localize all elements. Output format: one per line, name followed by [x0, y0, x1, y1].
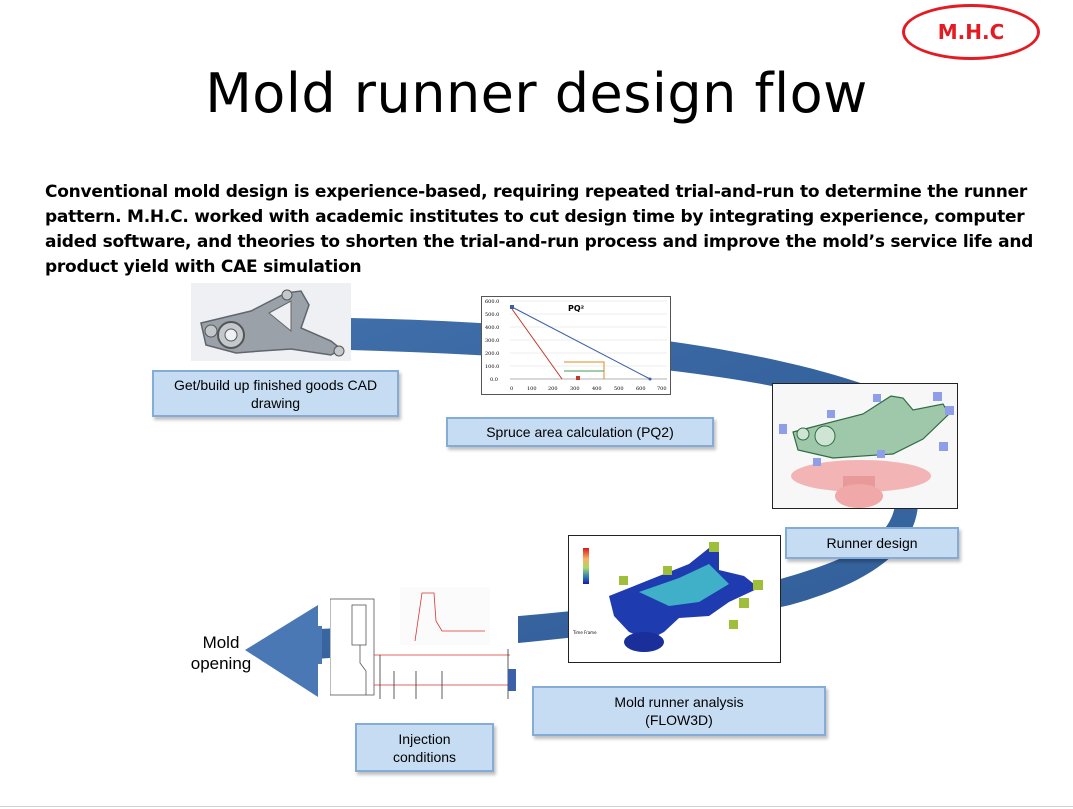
injection-conditions-image: [329, 587, 518, 705]
step-injection-conditions-line1: Injection: [398, 730, 451, 747]
pq2-chart: 600.0 500.0 400.0 300.0 200.0 100.0 0.0 …: [485, 299, 667, 392]
step-mold-runner-analysis: Mold runner analysis (FLOW3D): [532, 686, 826, 736]
pq-xtick-100: 100: [527, 386, 537, 392]
pq2-chart-image: 600.0 500.0 400.0 300.0 200.0 100.0 0.0 …: [481, 296, 671, 395]
step-mold-runner-analysis-line2: (FLOW3D): [645, 712, 713, 728]
flow-band-upper: [350, 318, 928, 505]
pq-xtick-0: 0: [510, 386, 513, 392]
cad-part-image: [191, 283, 351, 361]
pq-xtick-500: 500: [614, 386, 624, 392]
footer-divider: [0, 806, 1073, 807]
step-injection-conditions-line2: conditions: [392, 748, 457, 765]
pq-ytick-100: 100.0: [485, 364, 499, 370]
pq-ytick-400: 400.0: [485, 325, 499, 331]
injection-conditions-drawing: [329, 587, 516, 699]
step-runner-design: Runner design: [785, 527, 959, 559]
pq-series-red: [511, 308, 563, 380]
intro-paragraph: Conventional mold design is experience-b…: [45, 182, 1034, 277]
pq-ytick-200: 200.0: [485, 351, 499, 357]
flow3d-analysis-image: Time Frame: [568, 535, 781, 663]
step-mold-runner-analysis-line1: Mold runner analysis: [614, 694, 744, 710]
company-logo: M.H.C: [902, 4, 1040, 60]
pq-ytick-0: 0.0: [490, 377, 498, 383]
pq-ytick-600: 600.0: [485, 299, 499, 305]
page-title: Mold runner design flow: [205, 62, 868, 125]
pq-chart-title: PQ²: [568, 304, 585, 313]
flow-arrowhead: [245, 605, 318, 697]
runner-design-drawing: [773, 384, 957, 508]
step-spruce-area: Spruce area calculation (PQ2): [446, 417, 714, 447]
step-mold-opening: Mold opening: [180, 632, 262, 674]
cad-part-drawing: [200, 289, 345, 357]
pq-xtick-200: 200: [548, 386, 558, 392]
pq-xtick-300: 300: [570, 386, 580, 392]
step-cad-drawing-label: Get/build up finished goods CAD drawing: [173, 376, 378, 411]
step-mold-opening-line2: opening: [190, 654, 252, 673]
pq-xtick-700: 700: [657, 386, 667, 392]
pq-ytick-500: 500.0: [485, 312, 499, 318]
pq-series-orange: [564, 361, 605, 379]
pq-xtick-600: 600: [636, 386, 646, 392]
flow3d-analysis-drawing: Time Frame: [572, 542, 763, 652]
step-runner-design-label: Runner design: [826, 535, 918, 551]
pq-series-blue: [511, 306, 651, 380]
pq-ytick-300: 300.0: [485, 338, 499, 344]
logo-text: M.H.C: [937, 20, 1005, 44]
step-cad-drawing: Get/build up finished goods CAD drawing: [152, 370, 399, 417]
svg-text:Time Frame: Time Frame: [572, 630, 597, 635]
step-spruce-area-label: Spruce area calculation (PQ2): [486, 424, 674, 440]
runner-design-image: [772, 383, 958, 509]
pq-xtick-400: 400: [592, 386, 602, 392]
step-mold-opening-line1: Mold: [202, 633, 240, 652]
step-injection-conditions: Injection conditions: [355, 723, 494, 772]
